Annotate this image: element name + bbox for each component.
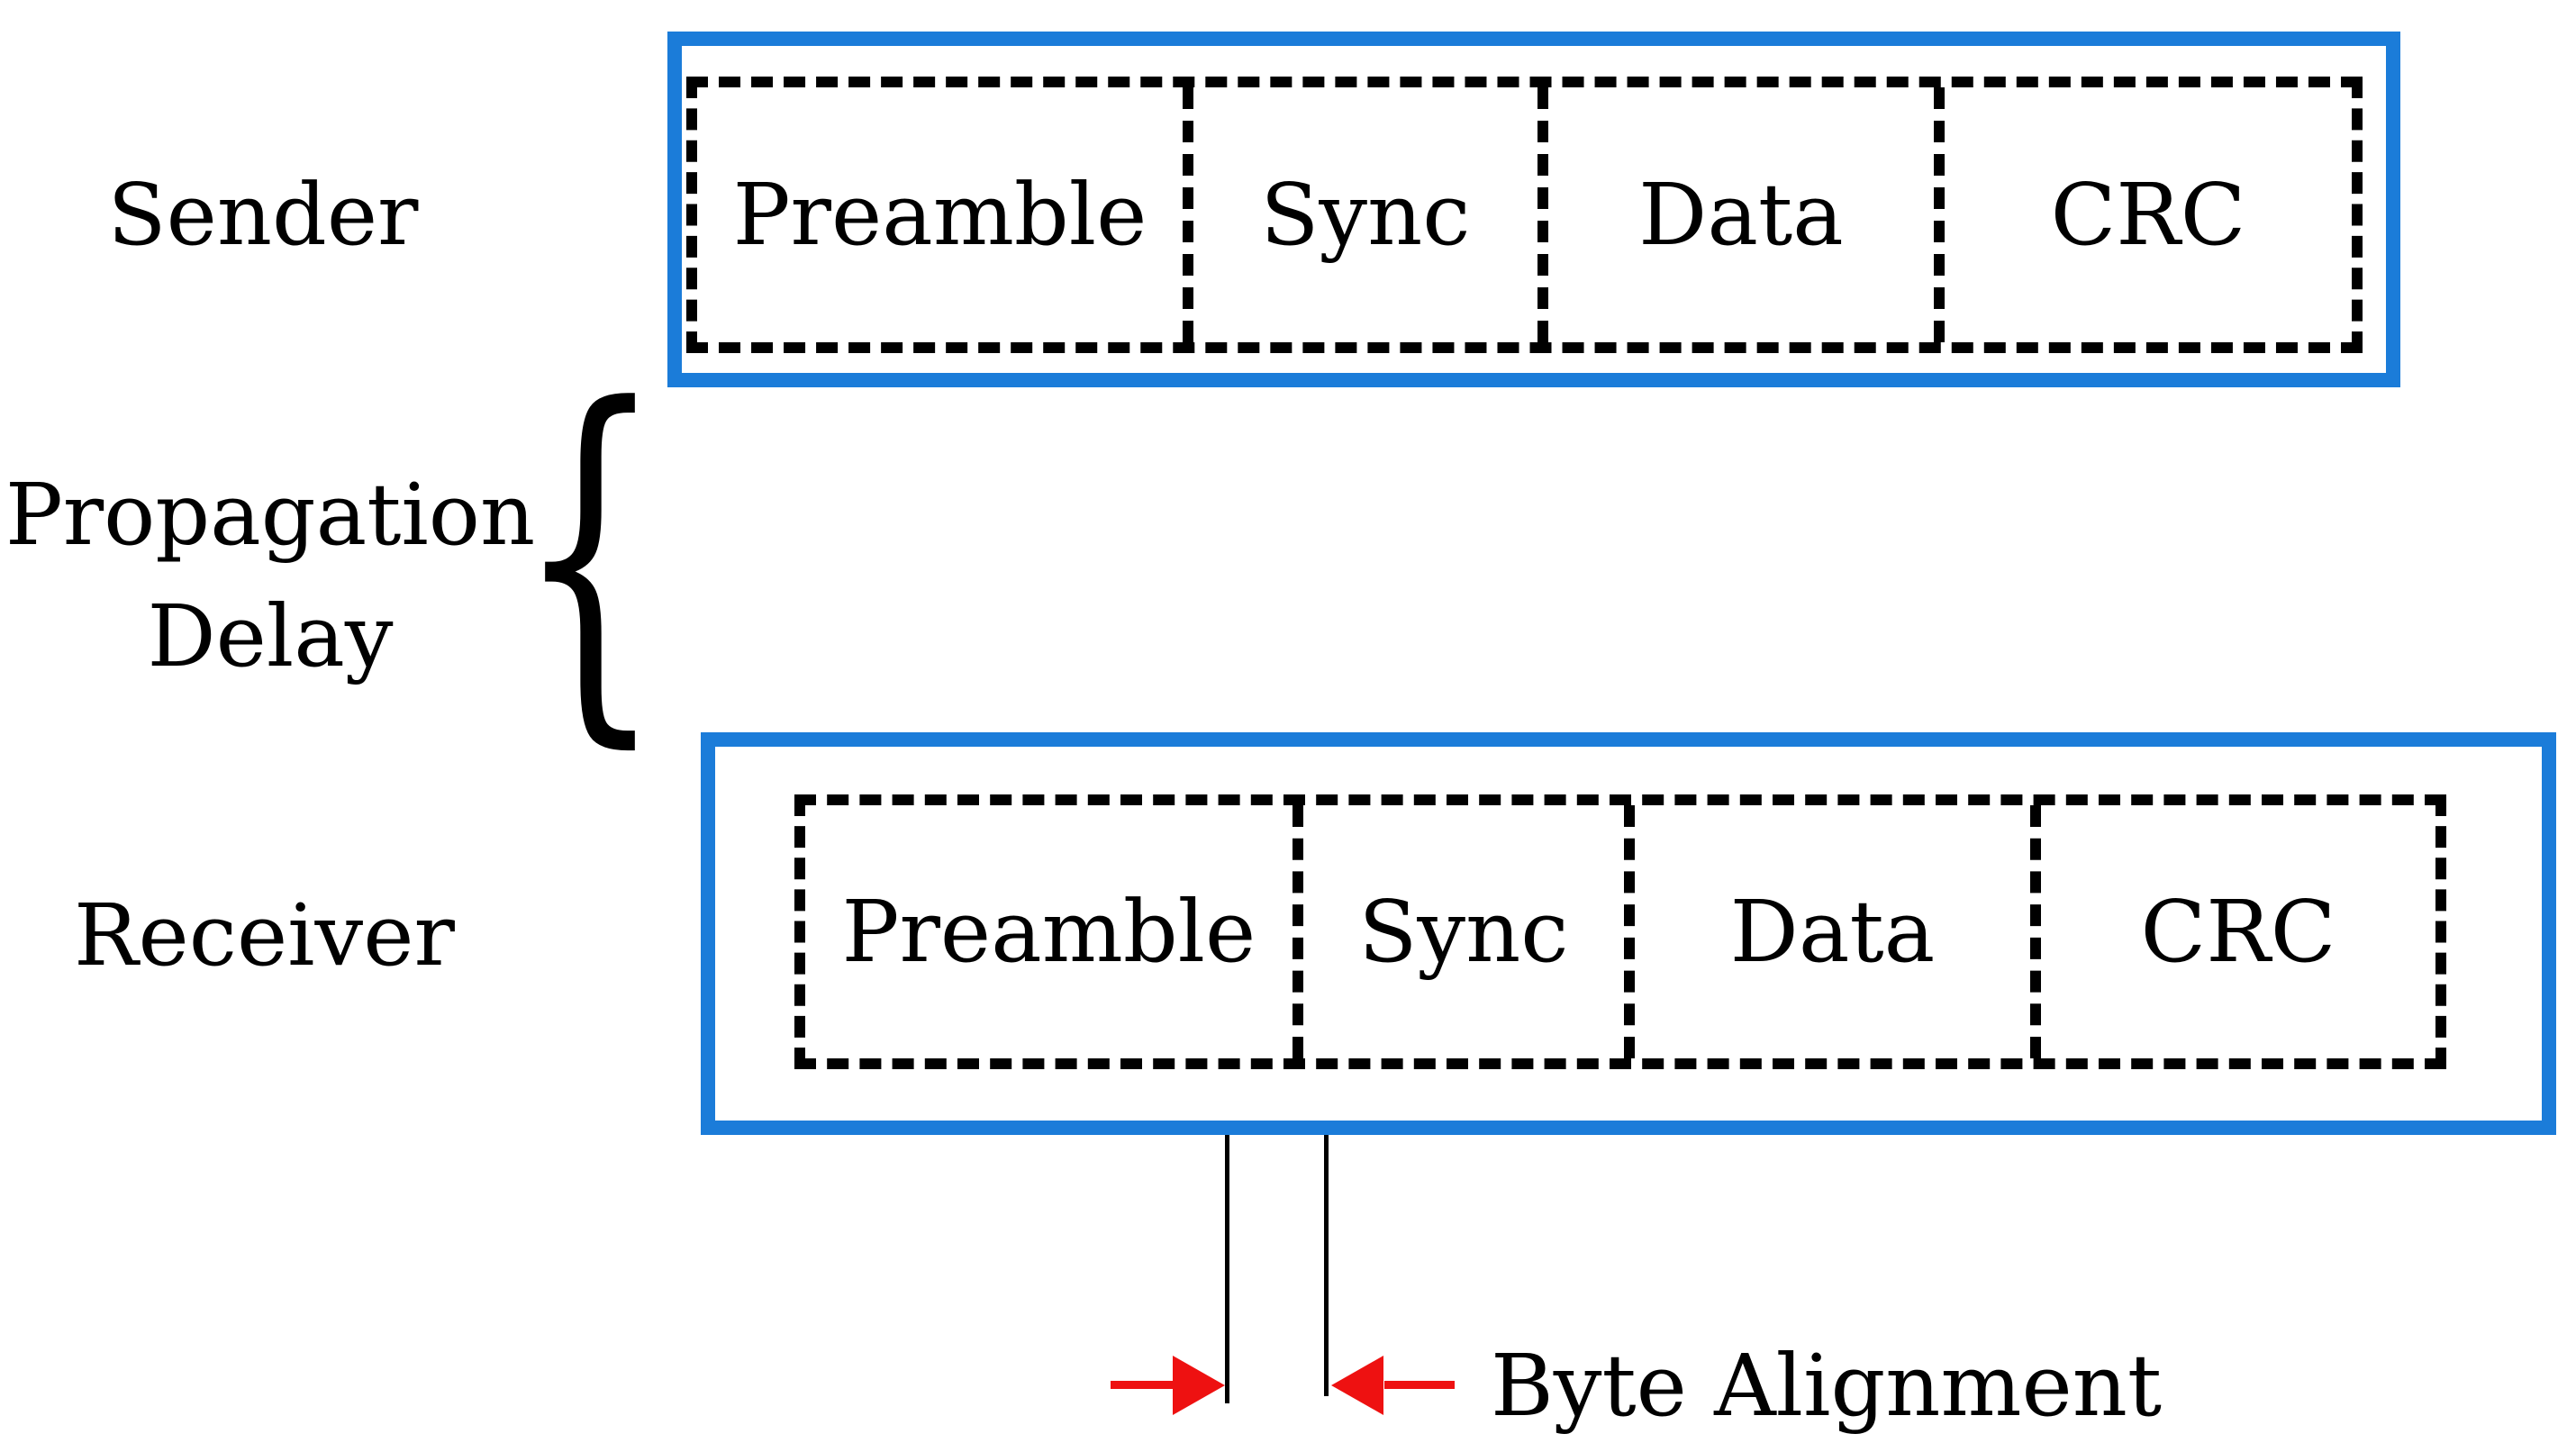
sender-frame-box	[667, 32, 2400, 387]
arrow-left-icon	[1384, 1381, 1455, 1389]
sender-cell-data: Data	[1537, 87, 1934, 342]
propagation-delay-line2: Delay	[147, 587, 394, 686]
sender-cell-sync: Sync	[1182, 87, 1537, 342]
receiver-cell-crc: CRC	[2030, 805, 2435, 1058]
arrow-right-icon	[1111, 1381, 1178, 1389]
receiver-label: Receiver	[74, 886, 455, 985]
receiver-cell-data: Data	[1623, 805, 2030, 1058]
sender-label: Sender	[107, 166, 419, 265]
arrow-left-head-icon	[1331, 1356, 1383, 1415]
receiver-cell-preamble: Preamble	[841, 882, 1256, 982]
propagation-delay-line1: Propagation	[5, 466, 536, 565]
arrow-right-head-icon	[1173, 1356, 1225, 1415]
sender-packet-box: Preamble Sync Data CRC	[686, 77, 2363, 353]
byte-alignment-label: Byte Alignment	[1491, 1337, 2163, 1436]
receiver-packet-box: Preamble Sync Data CRC	[794, 794, 2446, 1069]
receiver-cell-sync: Sync	[1292, 805, 1624, 1058]
byte-alignment-right-line	[1324, 1135, 1329, 1396]
sender-cell-preamble: Preamble	[732, 165, 1147, 265]
curly-brace-icon: {	[515, 329, 665, 779]
byte-alignment-left-line	[1225, 1135, 1229, 1403]
propagation-delay-label: Propagation Delay	[0, 455, 540, 698]
sender-cell-crc: CRC	[1934, 87, 2352, 342]
